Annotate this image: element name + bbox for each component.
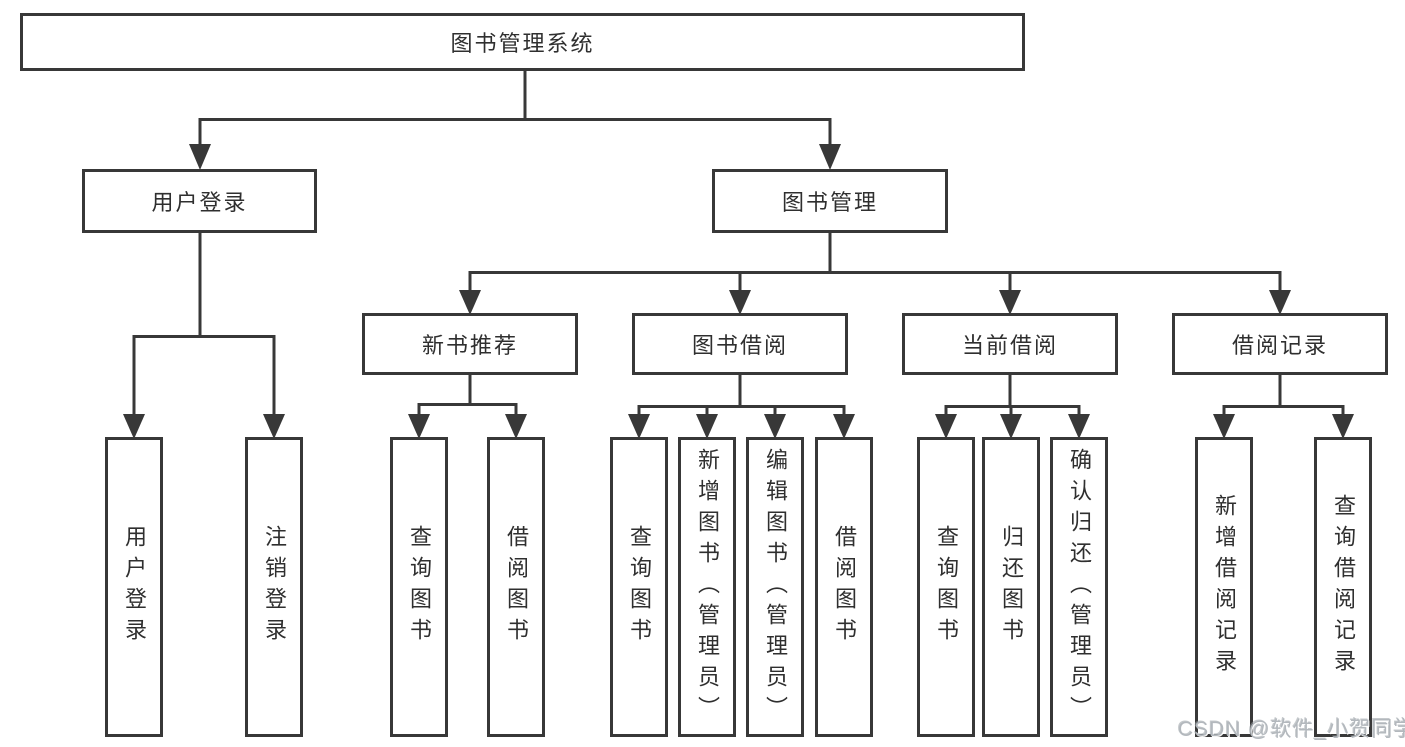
node-label: 查询图书: [934, 525, 959, 649]
leaf-borrowing-edit-book-admin: 编辑图书（管理员）: [746, 437, 804, 737]
csdn-watermark: CSDN @软件_小贺同学: [1178, 718, 1405, 741]
node-label: 查询图书: [407, 525, 432, 649]
node-user-login: 用户登录: [82, 169, 317, 233]
connector-user-login-children: [123, 233, 285, 439]
node-label: 新增借阅记录: [1212, 494, 1237, 680]
leaf-recommend-query-book: 查询图书: [390, 437, 448, 737]
node-book-borrowing: 图书借阅: [632, 313, 848, 375]
connector-borrowing-records-children: [1213, 375, 1354, 439]
leaf-logout: 注销登录: [245, 437, 303, 737]
node-label: 借阅图书: [832, 525, 857, 649]
node-label: 图书管理: [781, 190, 878, 215]
leaf-records-add-record: 新增借阅记录: [1195, 437, 1253, 737]
node-label: 用户登录: [151, 190, 248, 215]
node-label: 图书管理系统: [450, 31, 595, 56]
node-label: 用户登录: [122, 525, 147, 649]
leaf-records-query-record: 查询借阅记录: [1314, 437, 1372, 737]
leaf-recommend-borrow-book: 借阅图书: [487, 437, 545, 737]
leaf-current-return-book: 归还图书: [982, 437, 1040, 737]
node-label: 借阅图书: [504, 525, 529, 649]
connector-root-to-level2: [189, 70, 841, 170]
node-label: 查询图书: [627, 525, 652, 649]
leaf-borrowing-borrow-book: 借阅图书: [815, 437, 873, 737]
node-label: 注销登录: [262, 525, 287, 649]
node-label: 确认归还（管理员）: [1067, 447, 1092, 727]
connector-current-borrowing-children: [935, 375, 1090, 439]
node-label: 当前借阅: [961, 333, 1058, 358]
node-label: 查询借阅记录: [1331, 494, 1356, 680]
node-new-book-recommend: 新书推荐: [362, 313, 578, 375]
leaf-current-query-book: 查询图书: [917, 437, 975, 737]
leaf-current-confirm-return-admin: 确认归还（管理员）: [1050, 437, 1108, 737]
node-label: 编辑图书（管理员）: [763, 447, 788, 727]
connector-new-book-recommend-children: [408, 375, 527, 439]
node-label: 图书借阅: [691, 333, 788, 358]
node-label: 新书推荐: [421, 333, 518, 358]
leaf-borrowing-query-book: 查询图书: [610, 437, 668, 737]
leaf-user-login: 用户登录: [105, 437, 163, 737]
node-library-system: 图书管理系统: [20, 13, 1025, 71]
node-label: 归还图书: [999, 525, 1024, 649]
connector-book-borrowing-children: [628, 375, 855, 439]
node-book-management: 图书管理: [712, 169, 948, 233]
node-current-borrowing: 当前借阅: [902, 313, 1118, 375]
leaf-borrowing-add-book-admin: 新增图书（管理员）: [678, 437, 736, 737]
node-borrowing-records: 借阅记录: [1172, 313, 1388, 375]
node-label: 新增图书（管理员）: [695, 447, 720, 727]
node-label: 借阅记录: [1231, 333, 1328, 358]
connector-book-management-children: [459, 233, 1291, 315]
